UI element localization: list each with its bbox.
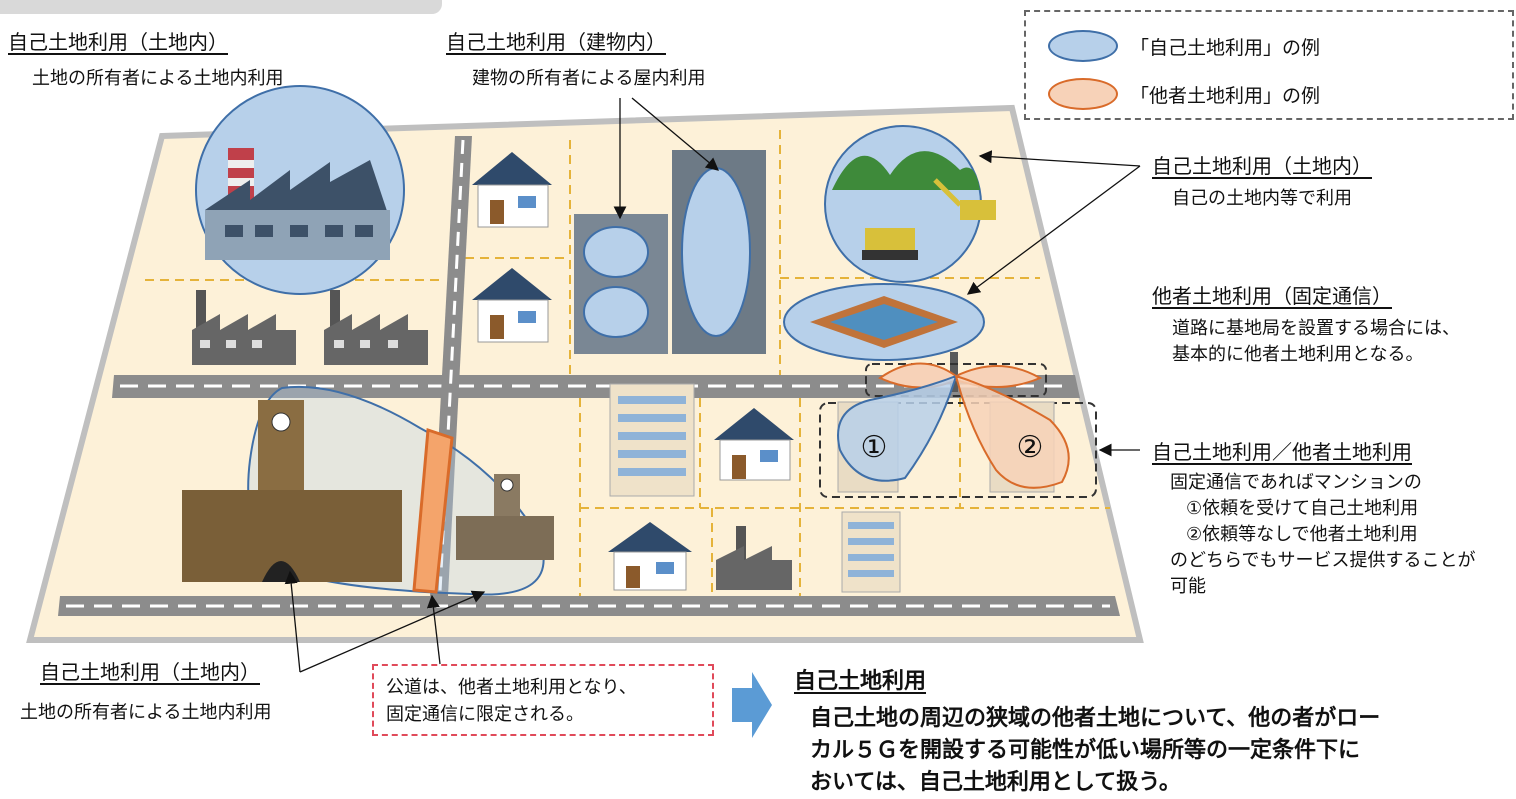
- public-road-note-line-2: 固定通信に限定される。: [386, 704, 584, 725]
- own-use-coverage-1: [837, 374, 958, 482]
- house-2: [472, 268, 552, 343]
- callout-bottom-left-title: 自己土地利用（土地内）: [40, 660, 260, 684]
- house-3: [714, 408, 794, 481]
- callout-right-3-title: 自己土地利用／他者土地利用: [1152, 440, 1412, 464]
- header-tab-strip: [0, 0, 442, 14]
- callout-right-1-title: 自己土地利用（土地内）: [1152, 154, 1372, 178]
- office-building-tall: [672, 150, 766, 354]
- legend-other-use: 「他者土地利用」の例: [1048, 78, 1320, 110]
- public-road-note-line-1: 公道は、他者土地利用となり、: [386, 677, 637, 698]
- small-factory-2: [324, 290, 428, 365]
- house-4: [608, 522, 692, 591]
- callout-top-center-text: 建物の所有者による屋内利用: [472, 68, 706, 89]
- parcel-boundaries: [145, 130, 1110, 596]
- university-building-small: [456, 474, 554, 560]
- roadside-other-use-box: [865, 363, 1047, 397]
- apartment-block-2: [841, 511, 901, 593]
- university-building-large: [182, 400, 402, 582]
- callout-right-3-line-1: 固定通信であればマンションの: [1170, 472, 1422, 493]
- callout-right-1-text: 自己の土地内等で利用: [1172, 188, 1352, 209]
- rice-field-bubble: [783, 283, 985, 361]
- public-road-note: 公道は、他者土地利用となり、 固定通信に限定される。: [372, 664, 714, 736]
- other-use-coverage-2: [954, 374, 1070, 489]
- road-horizontal-lower: [58, 596, 1120, 616]
- small-factory-3: [716, 526, 792, 590]
- callout-bottom-left-text: 土地の所有者による土地内利用: [20, 702, 272, 723]
- legend-other-use-label: 「他者土地利用」の例: [1130, 84, 1321, 107]
- conclusion-arrow: [732, 672, 772, 738]
- apartment-block-1: [609, 383, 695, 497]
- legend-own-use-label: 「自己土地利用」の例: [1130, 36, 1321, 59]
- conclusion-title: 自己土地利用: [794, 669, 927, 694]
- legend-other-use-swatch: [1048, 78, 1118, 110]
- callout-right-3-line-5: 可能: [1170, 576, 1206, 597]
- callout-top-center-title: 自己土地利用（建物内）: [446, 30, 666, 54]
- base-station-pole: [950, 352, 958, 392]
- callout-right-2-line-2: 基本的に他者土地利用となる。: [1172, 344, 1424, 365]
- apartment-coverage-box: [819, 402, 1097, 498]
- callout-right-2-title: 他者土地利用（固定通信）: [1152, 284, 1392, 308]
- public-road-segment: [412, 427, 454, 594]
- callout-top-left-text: 土地の所有者による土地内利用: [32, 68, 284, 89]
- construction-bubble: [824, 125, 996, 283]
- conclusion-line-2: カル５Ｇを開設する可能性が低い場所等の一定条件下に: [810, 738, 1361, 763]
- legend-own-use-swatch: [1048, 30, 1118, 62]
- factory-bubble: [195, 85, 405, 295]
- legend-own-use: 「自己土地利用」の例: [1048, 30, 1320, 62]
- pointer-lines: [284, 97, 1141, 673]
- conclusion-line-1: 自己土地の周辺の狭域の他者土地について、他の者がロー: [810, 706, 1381, 731]
- house-1: [472, 152, 552, 228]
- office-building-short: [574, 214, 668, 354]
- callout-right-3-line-3: ②依頼等なしで他者土地利用: [1186, 524, 1418, 545]
- callout-top-left-title: 自己土地利用（土地内）: [8, 30, 228, 54]
- conclusion-line-3: おいては、自己土地利用として扱う。: [810, 770, 1181, 795]
- small-factory-1: [192, 290, 296, 365]
- callout-right-2-line-1: 道路に基地局を設置する場合には、: [1172, 318, 1460, 339]
- callout-right-3-line-4: のどちらでもサービス提供することが: [1170, 550, 1476, 571]
- legend: 「自己土地利用」の例 「他者土地利用」の例: [1024, 10, 1514, 120]
- marker-2: ②: [1017, 430, 1044, 465]
- callout-right-3-line-2: ①依頼を受けて自己土地利用: [1186, 498, 1419, 519]
- marker-1: ①: [861, 430, 888, 465]
- conclusion-body: 自己土地の周辺の狭域の他者土地について、他の者がロー カル５Ｇを開設する可能性が…: [810, 703, 1510, 799]
